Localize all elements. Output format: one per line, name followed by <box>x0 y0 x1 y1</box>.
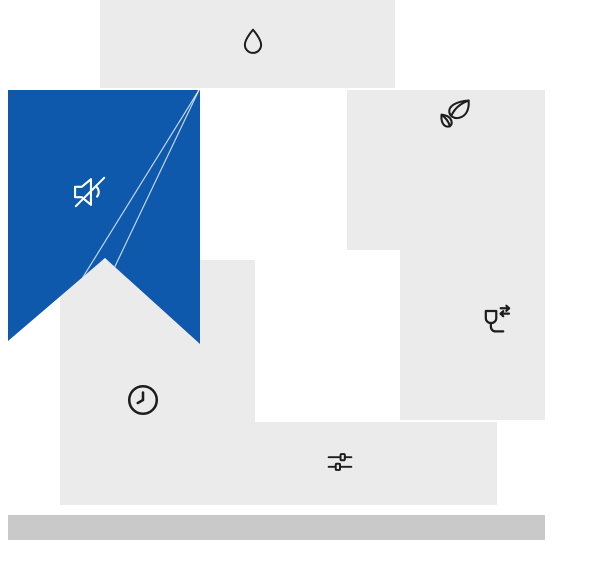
ribbon-shape <box>8 90 200 344</box>
clock-icon <box>127 384 159 416</box>
water-tile[interactable] <box>100 0 395 88</box>
options-tile[interactable] <box>200 422 497 505</box>
leaf-icon <box>440 99 470 128</box>
water-drop-icon <box>243 28 263 54</box>
sliders-icon <box>327 453 353 471</box>
power-tile[interactable] <box>400 250 545 420</box>
speaker-mute-icon <box>73 176 106 208</box>
bottom-bar <box>8 515 545 540</box>
eco-tile[interactable] <box>347 90 545 250</box>
plug-swap-icon <box>484 304 511 333</box>
mute-ribbon[interactable] <box>8 90 200 346</box>
